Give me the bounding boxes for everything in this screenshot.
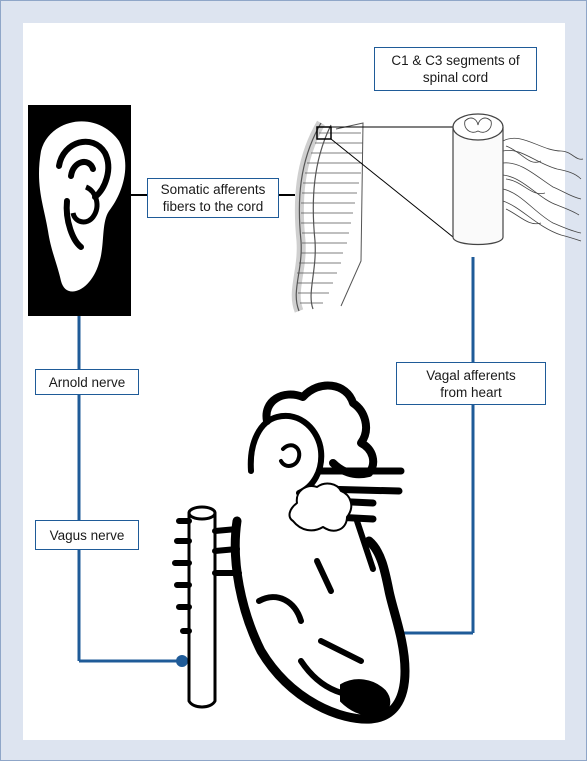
arnold-nerve-label: Arnold nerve [35, 369, 139, 395]
ear-icon [28, 105, 131, 316]
somatic-afferents-label: Somatic afferents fibers to the cord [147, 178, 279, 218]
spinal-cord-segment-icon [453, 114, 583, 245]
connector-lines [79, 257, 473, 661]
spine-icon [296, 123, 363, 311]
zoom-line-bottom [331, 139, 453, 237]
vagus-nerve-label: Vagus nerve [35, 520, 139, 550]
vagal-afferents-label: Vagal afferents from heart [396, 362, 546, 405]
vagus-junction-dot [176, 655, 188, 667]
heart-icon [175, 386, 405, 720]
spinal-segments-label: C1 & C3 segments of spinal cord [374, 47, 537, 91]
